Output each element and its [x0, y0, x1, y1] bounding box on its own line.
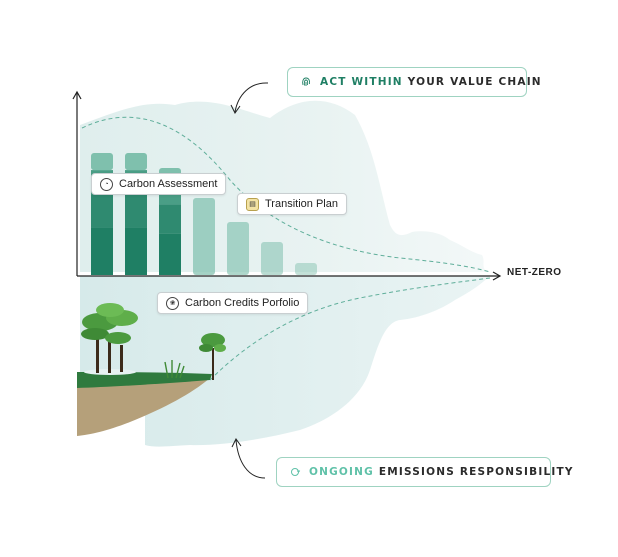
pie-chart-icon: ◔ [100, 177, 113, 191]
bar-3-segment-1 [159, 233, 181, 275]
upper-dashed-curve [81, 116, 491, 273]
carbon-credits-text: Carbon Credits Porfolio [185, 297, 300, 309]
bar-6-segment-1 [261, 242, 283, 275]
plan-icon: ▤ [246, 197, 259, 211]
emissions-highlight: ONGOING [309, 466, 374, 478]
carbon-credits-label: ❀ Carbon Credits Porfolio [157, 292, 309, 314]
bar-1-segment-1 [91, 227, 113, 275]
tree-right [199, 333, 226, 380]
grass-tuft [164, 360, 185, 379]
net-zero-label: NET-ZERO [507, 267, 562, 278]
water-reflection [80, 276, 490, 447]
carbon-assessment-text: Carbon Assessment [119, 178, 218, 190]
bar-2-segment-2 [125, 194, 147, 228]
value-chain-callout: ACT WITHIN YOUR VALUE CHAIN [287, 67, 541, 97]
y-axis-arrow [72, 90, 82, 100]
bar-2-segment-1 [125, 227, 147, 275]
leaf-icon: ❀ [166, 296, 179, 310]
carbon-assessment-label: ◔ Carbon Assessment [91, 173, 227, 195]
top-arrow-head [230, 104, 241, 114]
value-chain-rest: YOUR VALUE CHAIN [402, 76, 542, 88]
top-curved-arrow [234, 82, 269, 113]
transition-plan-text: Transition Plan [265, 198, 338, 210]
recycle-icon [289, 465, 301, 479]
x-axis-arrow [492, 271, 502, 281]
bar-7-segment-1 [295, 263, 317, 275]
bottom-curved-arrow [235, 439, 266, 479]
mountain-shape [80, 100, 488, 272]
grass-strip [77, 372, 212, 388]
fingerprint-icon [300, 75, 312, 89]
lower-dashed-curve [209, 277, 491, 381]
value-chain-highlight: ACT WITHIN [320, 76, 403, 88]
transition-plan-label: ▤ Transition Plan [237, 193, 347, 215]
emissions-rest: EMISSIONS RESPONSIBILITY [373, 466, 574, 478]
bar-2-segment-4 [125, 153, 147, 171]
bar-1-segment-4 [91, 153, 113, 171]
bottom-arrow-head [231, 438, 242, 448]
emissions-callout: ONGOING EMISSIONS RESPONSIBILITY [276, 457, 572, 487]
bar-3-segment-2 [159, 204, 181, 234]
tree-group-left [81, 303, 138, 373]
bar-4-segment-1 [193, 198, 215, 275]
soil-ground [77, 378, 210, 436]
bar-5-segment-1 [227, 222, 249, 275]
bar-1-segment-2 [91, 194, 113, 228]
